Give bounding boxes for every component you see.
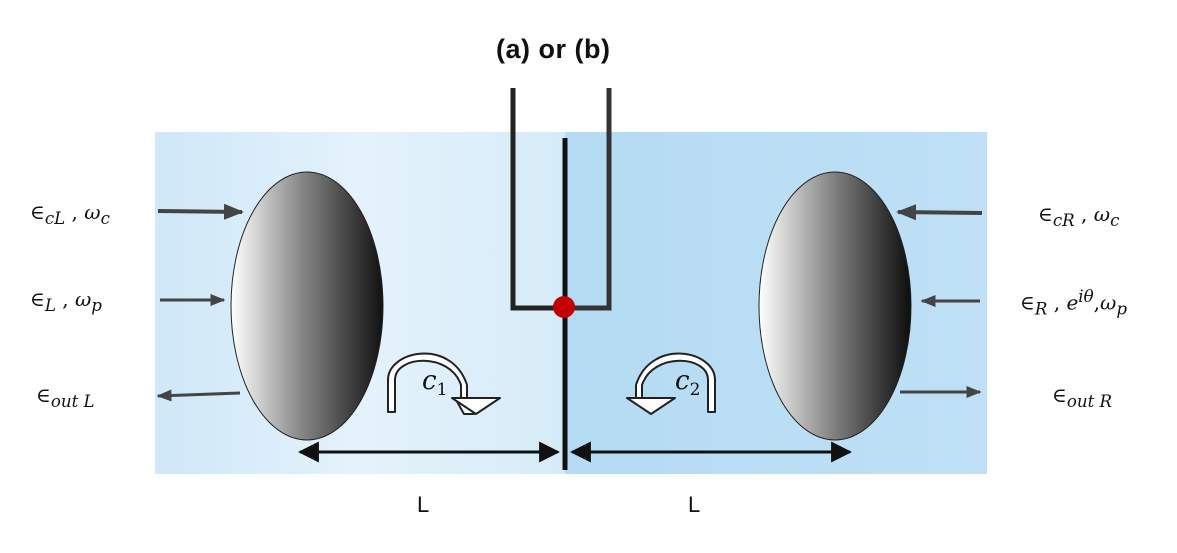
right-mirror <box>758 171 912 441</box>
right-control-arrow <box>896 204 983 221</box>
left-length-label: L <box>417 492 430 517</box>
left-mirror <box>230 171 384 441</box>
left-control-arrow <box>157 203 244 220</box>
right-probe-label: ∈R , eiθ,ωp <box>1020 287 1127 319</box>
right-circulation-label: c2 <box>675 366 701 401</box>
right-length-label: L <box>688 492 701 517</box>
left-control-label: ∈cL , ωc <box>30 200 110 228</box>
right-circulation-arrow <box>626 352 716 415</box>
bracket-a <box>510 88 556 311</box>
left-output-label: ∈out L <box>36 383 95 411</box>
right-control-label: ∈cR , ωc <box>1038 202 1120 230</box>
left-circulation-label: c1 <box>422 366 448 401</box>
left-circulation-arrow <box>387 352 501 415</box>
membrane-dot <box>553 296 575 318</box>
right-output-label: ∈out R <box>1052 383 1113 411</box>
left-output-arrow <box>156 389 241 402</box>
diagram-title: (a) or (b) <box>496 34 611 64</box>
bracket-b <box>574 88 612 311</box>
left-probe-label: ∈L , ωp <box>30 287 102 315</box>
